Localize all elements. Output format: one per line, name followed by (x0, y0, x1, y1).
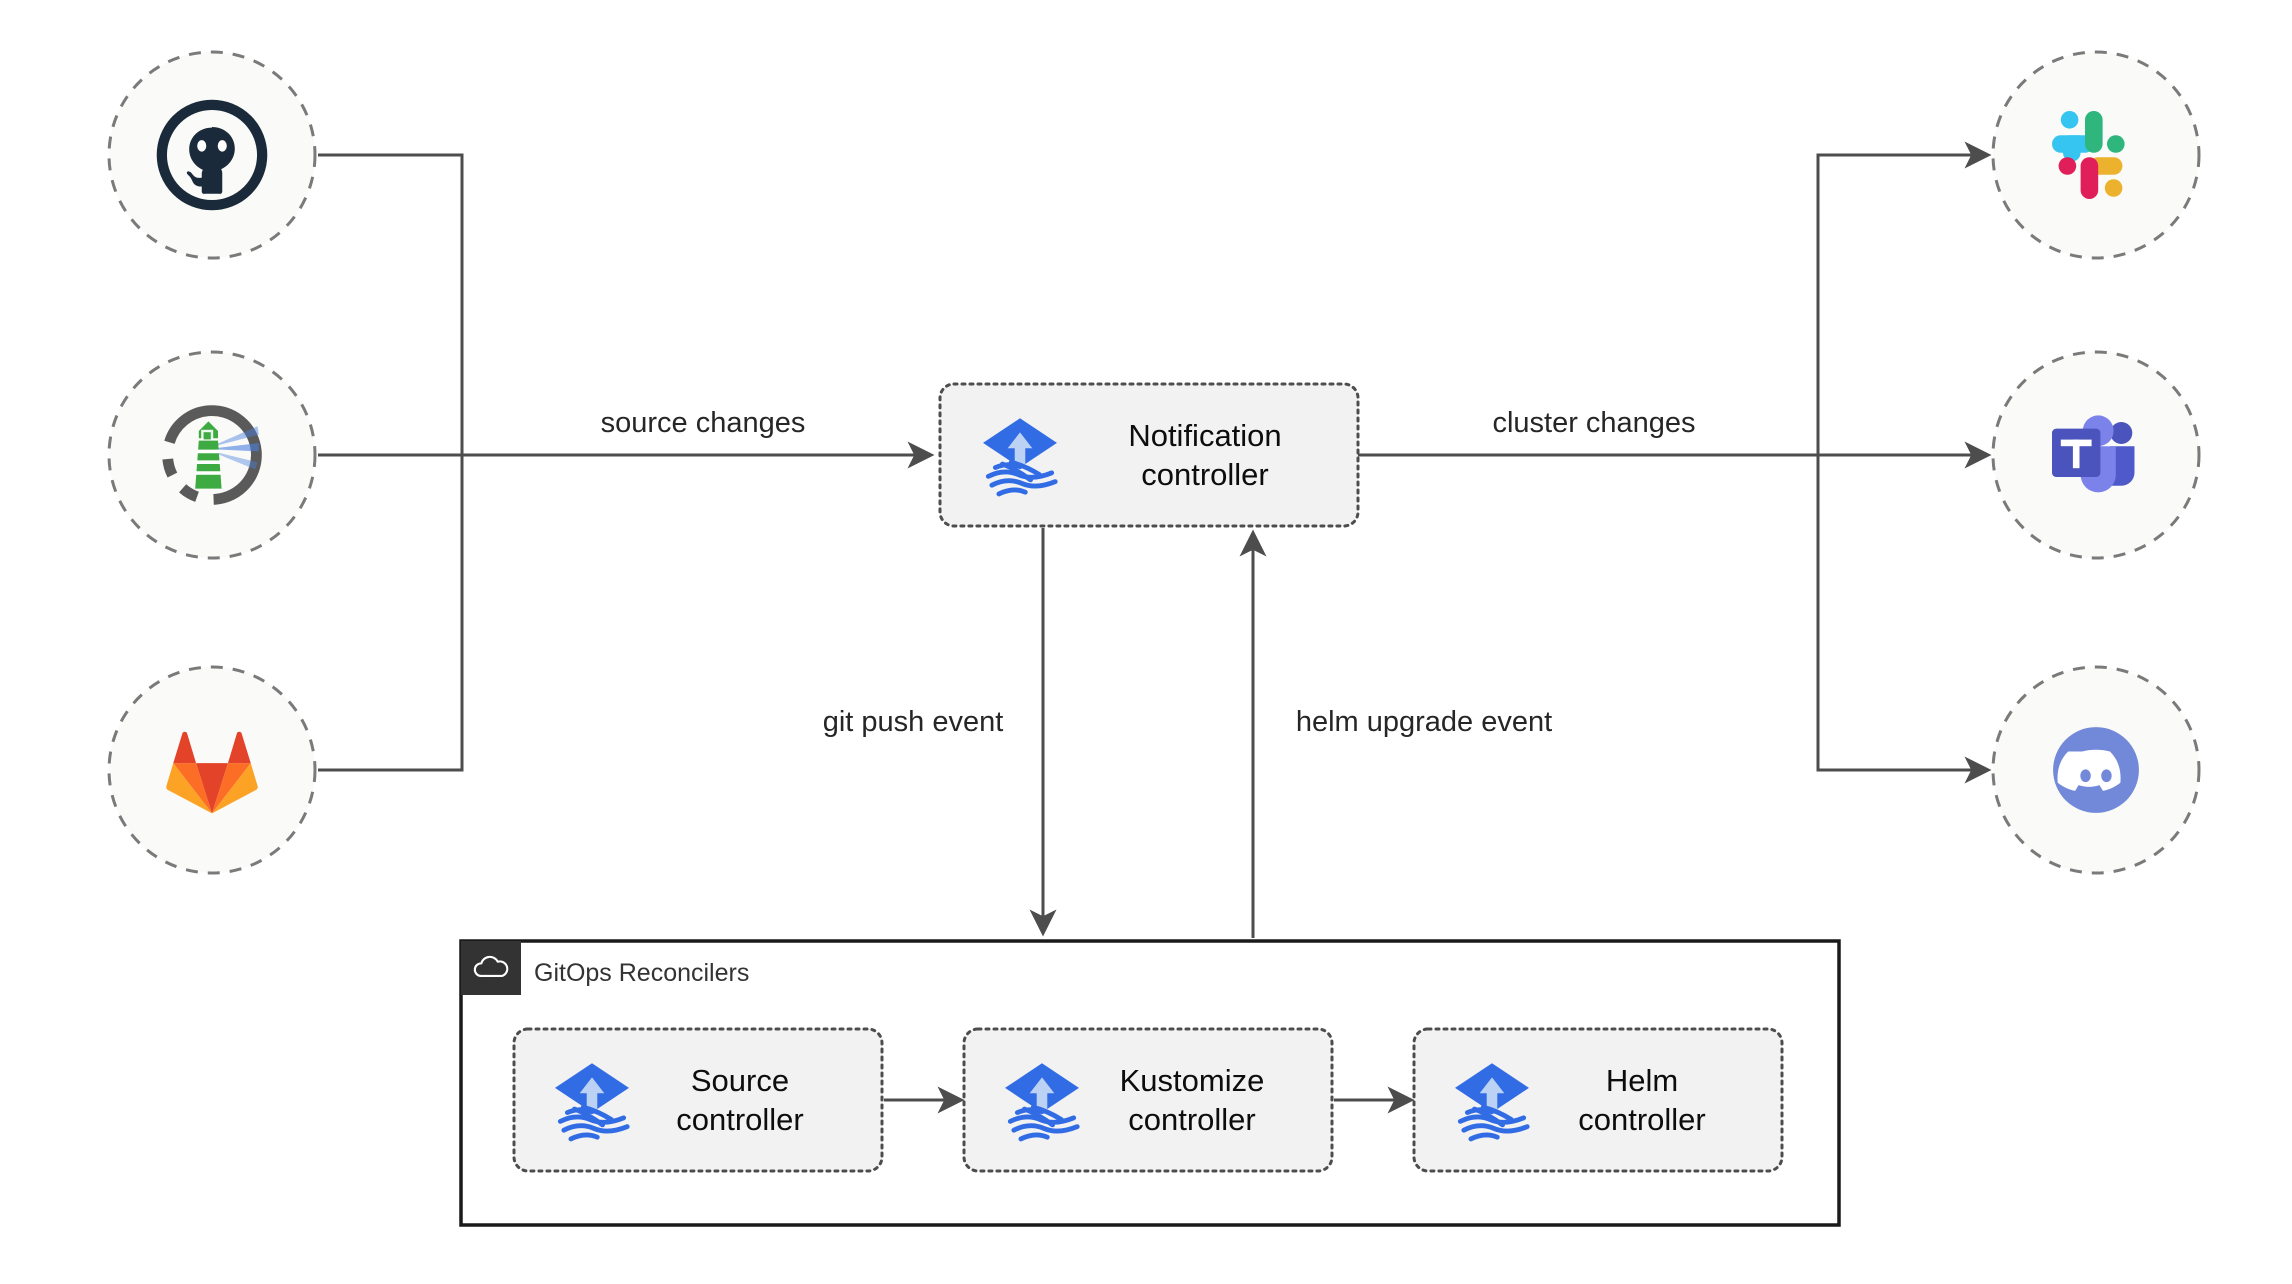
kustomize-controller-label-line2: controller (1128, 1102, 1256, 1137)
node-notification-controller[interactable]: Notification controller (938, 382, 1360, 528)
notification-controller-label-line1: Notification (1128, 418, 1281, 453)
edge-label-git-push-event: git push event (823, 706, 1004, 738)
gitops-reconcilers-group[interactable]: GitOps Reconcilers Source controller Kus… (459, 939, 1841, 1227)
edge-layer (318, 141, 1992, 938)
kustomize-controller-label-line1: Kustomize (1120, 1063, 1265, 1098)
node-kustomize-controller[interactable]: Kustomize controller (962, 1027, 1334, 1173)
edge-label-source-changes: source changes (601, 407, 806, 439)
node-gitlab[interactable] (107, 665, 317, 875)
edge-to-slack (1816, 141, 1992, 455)
edge-label-layer: source changes cluster changes git push … (601, 407, 1696, 738)
discord-icon (2053, 727, 2139, 813)
node-teams[interactable] (1991, 350, 2201, 560)
node-github[interactable] (107, 50, 317, 260)
edge-label-cluster-changes: cluster changes (1492, 407, 1695, 439)
slack-node-circle (1991, 50, 2201, 260)
gitops-group-border (459, 939, 1841, 1227)
edge-gitlab-to-bus (318, 455, 464, 772)
source-controller-label-line1: Source (691, 1063, 789, 1098)
node-helm-controller[interactable]: Helm controller (1412, 1027, 1784, 1173)
node-flux-source[interactable] (107, 350, 317, 560)
helm-controller-box (1412, 1027, 1784, 1173)
edge-to-discord (1816, 455, 1992, 784)
node-discord[interactable] (1991, 665, 2201, 875)
helm-controller-label-line1: Helm (1606, 1063, 1678, 1098)
source-controller-label-line2: controller (676, 1102, 804, 1137)
notification-controller-label-line2: controller (1141, 457, 1269, 492)
node-slack[interactable] (1991, 50, 2201, 260)
notification-controller-box (938, 382, 1360, 528)
gitops-group-title: GitOps Reconcilers (534, 959, 749, 987)
gitops-group-tab (461, 941, 521, 995)
edge-label-helm-upgrade-event: helm upgrade event (1296, 706, 1552, 738)
kustomize-controller-box (962, 1027, 1334, 1173)
node-source-controller[interactable]: Source controller (512, 1027, 884, 1173)
helm-controller-label-line2: controller (1578, 1102, 1706, 1137)
source-controller-box (512, 1027, 884, 1173)
edge-github-to-bus (318, 153, 464, 455)
